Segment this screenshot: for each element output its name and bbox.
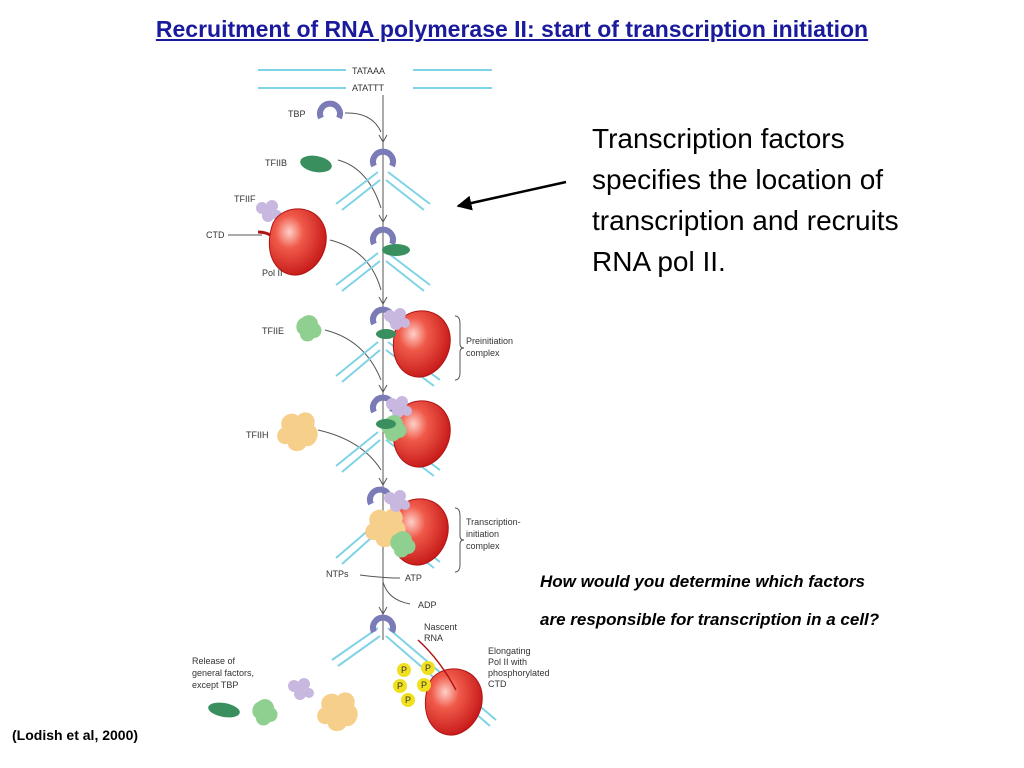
main-text-line-1: Transcription factors [592,123,845,154]
tfiih-label: TFIIH [246,430,269,440]
phospho-ctd: P P P P P [393,661,435,707]
elong-label-3: phosphorylated [488,668,550,678]
main-text-line-3: transcription and recruits [592,205,899,236]
svg-text:P: P [421,680,427,690]
question-line-2: are responsible for transcription in a c… [540,610,880,629]
nascent-label-1: Nascent [424,622,458,632]
tbp-stage: TBP [288,104,340,119]
preinitiation-stage: TFIIE Preinitiation complex [262,308,513,387]
polII-label: Pol II [262,268,283,278]
dna-promoter: TATAAA ATATTT [258,66,492,93]
ntps-label: NTPs [326,569,349,579]
question-line-1: How would you determine which factors [540,572,865,591]
atattt-label: ATATTT [352,83,384,93]
main-text: Transcription factors specifies the loca… [592,118,1012,282]
transcription-initiation-stage: Transcription- initiation complex NTPs A… [326,490,521,610]
release-label-1: Release of [192,656,236,666]
adp-label: ADP [418,600,437,610]
svg-text:P: P [405,695,411,705]
preinitiation-label-1: Preinitiation [466,336,513,346]
pointer-arrow [456,180,567,211]
tfiie-label: TFIIE [262,326,284,336]
svg-text:P: P [397,681,403,691]
transinit-label-1: Transcription- [466,517,521,527]
atp-label: ATP [405,573,422,583]
flow-arrow [317,95,411,640]
preinitiation-label-2: complex [466,348,500,358]
elong-label-4: CTD [488,679,507,689]
elong-label-2: Pol II with [488,657,527,667]
main-text-line-2: specifies the location of [592,164,884,195]
tataaa-label: TATAAA [352,66,385,76]
svg-text:P: P [401,665,407,675]
transinit-label-3: complex [466,541,500,551]
polII-stage: TFIIF CTD Pol II [206,194,431,292]
release-label-3: except TBP [192,680,238,690]
tfiib-label: TFIIB [265,158,287,168]
tfiib-stage: TFIIB [265,152,431,211]
main-text-line-4: RNA pol II. [592,246,726,277]
release-label-2: general factors, [192,668,254,678]
svg-text:P: P [425,663,431,673]
citation: (Lodish et al, 2000) [12,727,139,743]
bent-dna [335,171,431,211]
elong-label-1: Elongating [488,646,531,656]
ctd-label: CTD [206,230,225,240]
tbp-label: TBP [288,109,306,119]
transinit-label-2: initiation [466,529,499,539]
tfiif-label: TFIIF [234,194,256,204]
slide-title: Recruitment of RNA polymerase II: start … [155,16,869,42]
nascent-label-2: RNA [424,633,443,643]
elongation-stage: P P P P P Nascent RNA Elongating Pol II … [192,618,550,736]
tfiih-stage: TFIIH [246,396,451,477]
